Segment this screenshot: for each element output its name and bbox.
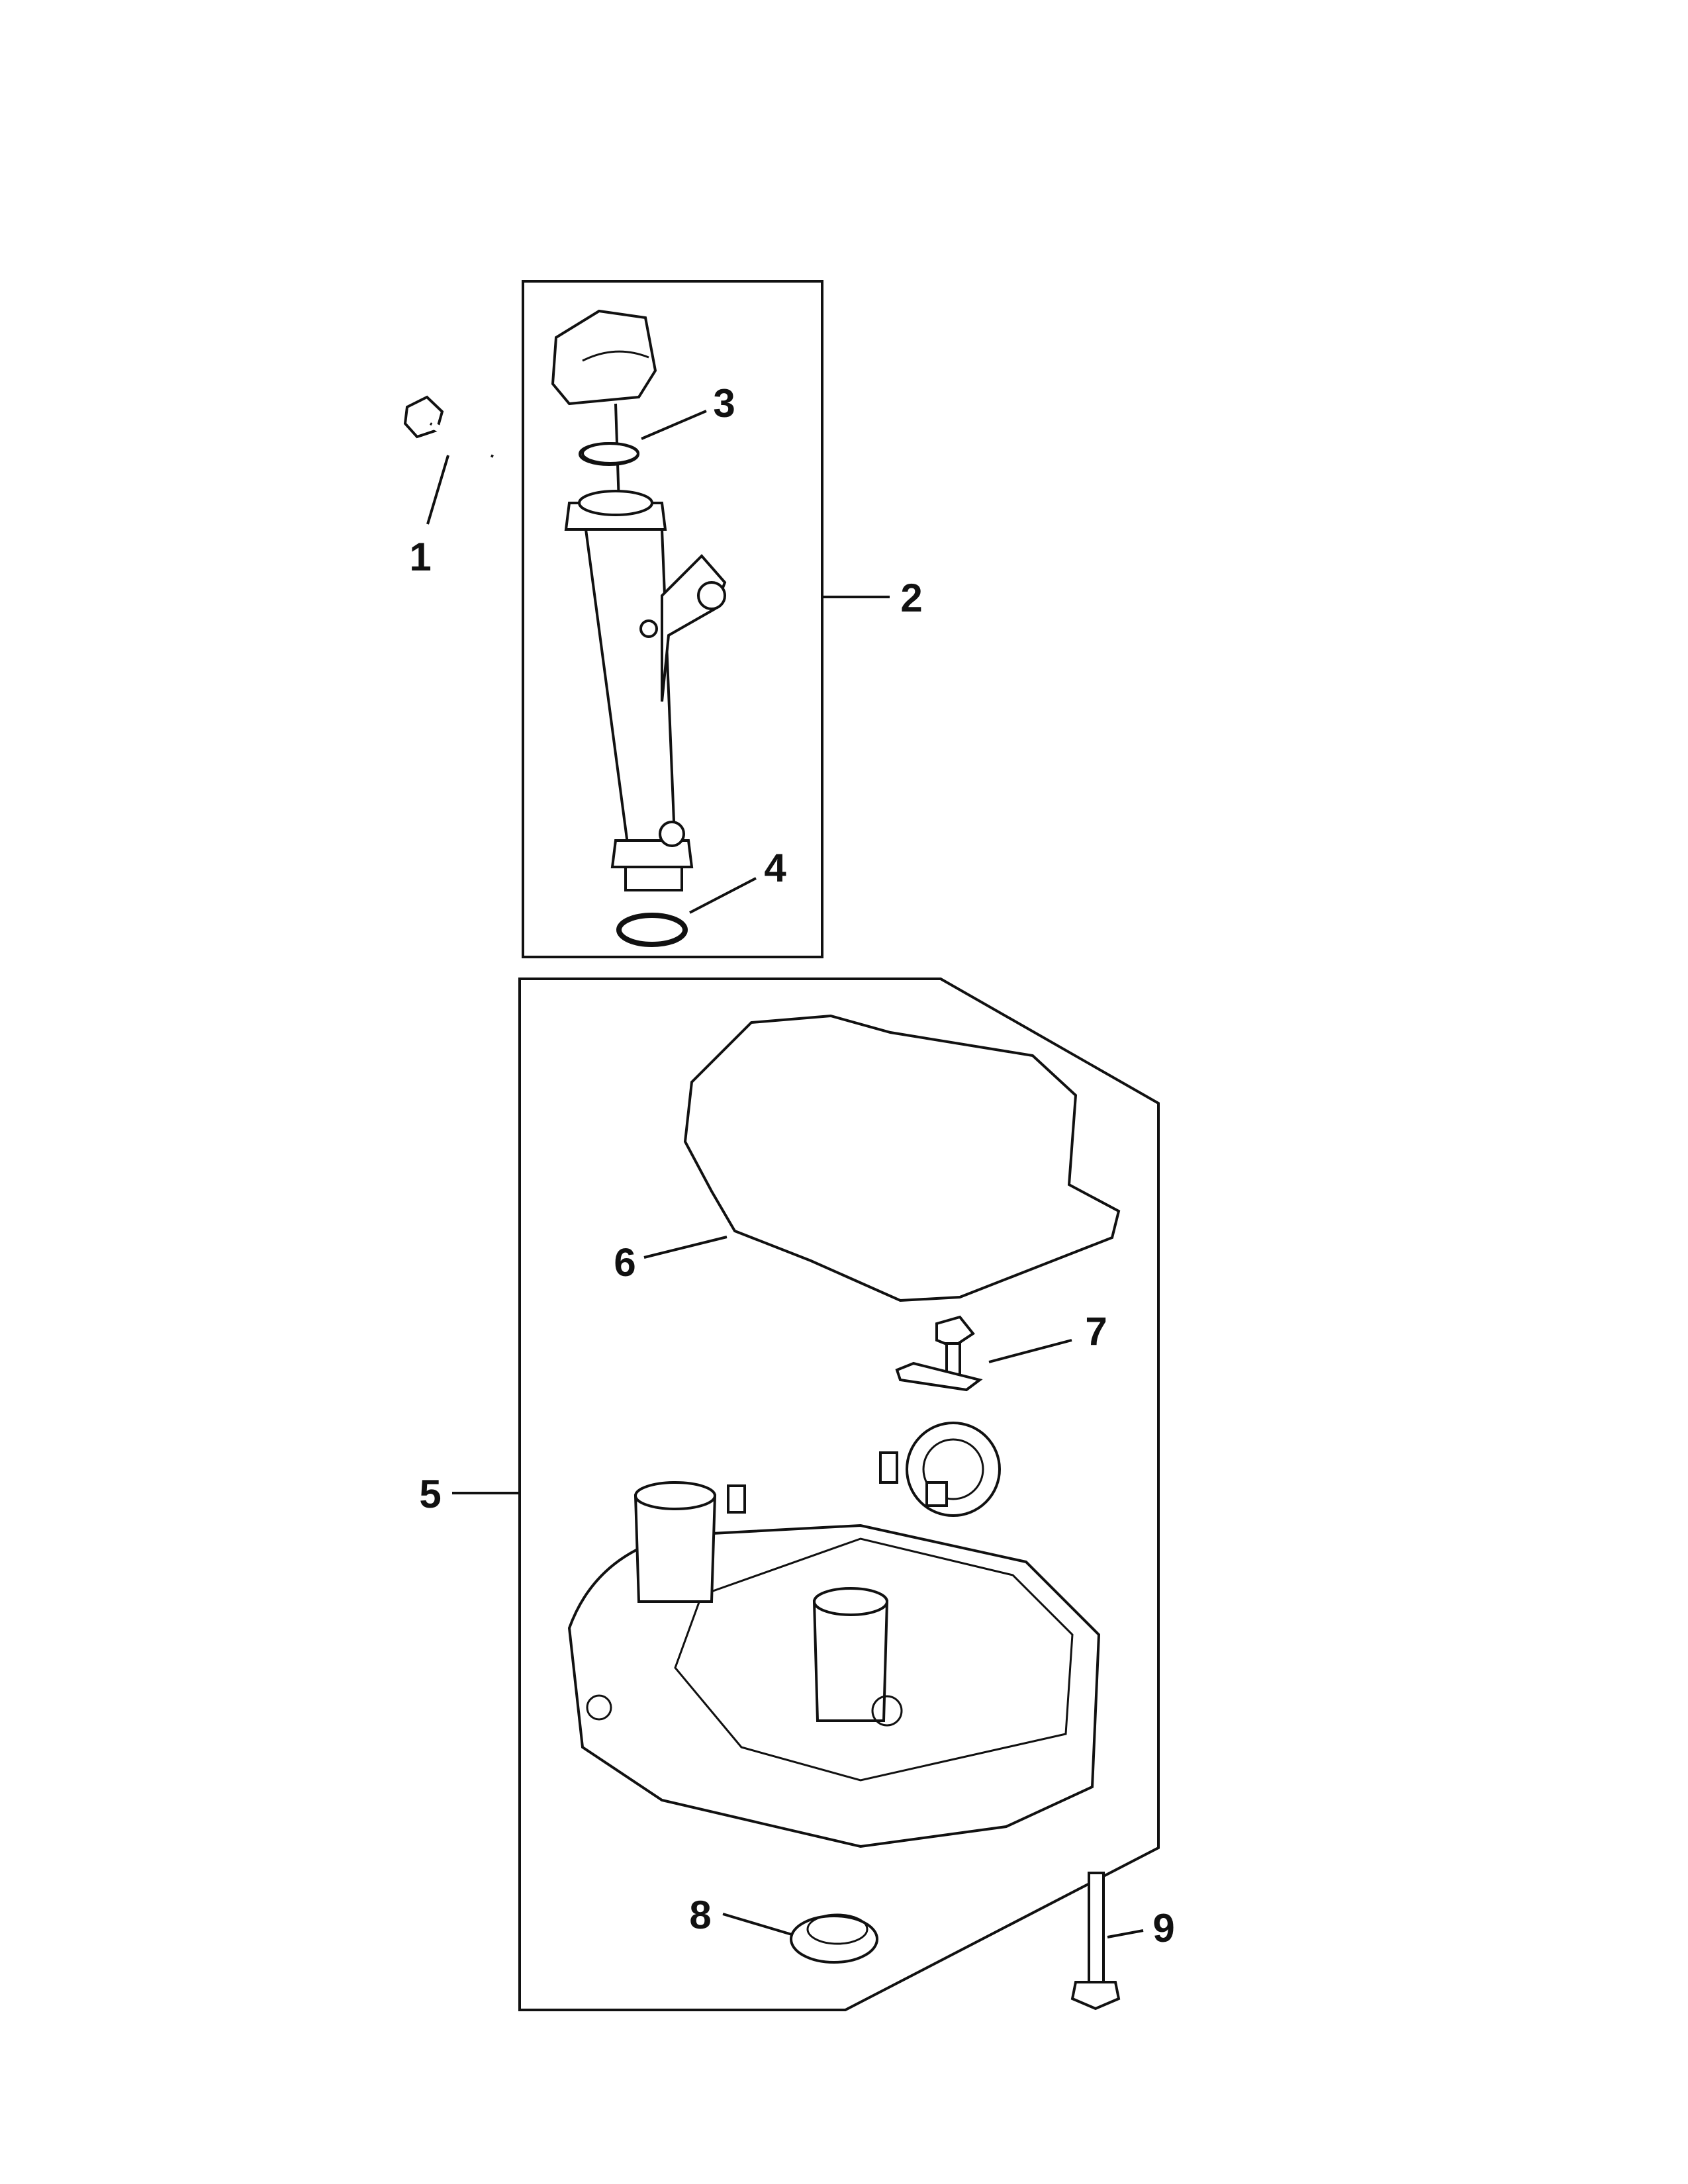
leader-line-1 <box>426 455 449 525</box>
bolt-part-9 <box>1070 1872 1121 2011</box>
group-box-2 <box>522 280 823 958</box>
crankcase-cover-part-5 <box>567 1481 1101 1848</box>
oil-seal-part-8 <box>790 1913 878 1964</box>
callout-3: 3 <box>713 381 735 426</box>
callout-7: 7 <box>1085 1309 1107 1353</box>
bracket-screw-part-7 <box>895 1315 983 1392</box>
group-box-5 <box>518 978 1160 2011</box>
bolt-part-1 <box>403 395 494 459</box>
callout-2: 2 <box>900 576 922 620</box>
leader-line-9 <box>1107 1929 1144 1938</box>
callout-1: 1 <box>409 535 431 579</box>
callout-4: 4 <box>764 846 786 890</box>
callout-6: 6 <box>614 1240 635 1285</box>
callout-8: 8 <box>689 1893 711 1937</box>
o-ring-part-4 <box>616 913 688 947</box>
leader-line-8 <box>722 1913 792 1936</box>
callout-5: 5 <box>419 1472 441 1516</box>
callout-9: 9 <box>1152 1906 1174 1950</box>
dipstick-tube-part-2 <box>551 309 727 891</box>
gasket-part-6 <box>683 1014 1121 1302</box>
leader-line-4 <box>689 877 757 914</box>
o-ring-part-3 <box>579 442 639 466</box>
leader-line-3 <box>641 410 707 440</box>
leader-line-7 <box>988 1339 1072 1363</box>
governor-gear <box>879 1422 1001 1517</box>
leader-line-6 <box>643 1236 727 1259</box>
